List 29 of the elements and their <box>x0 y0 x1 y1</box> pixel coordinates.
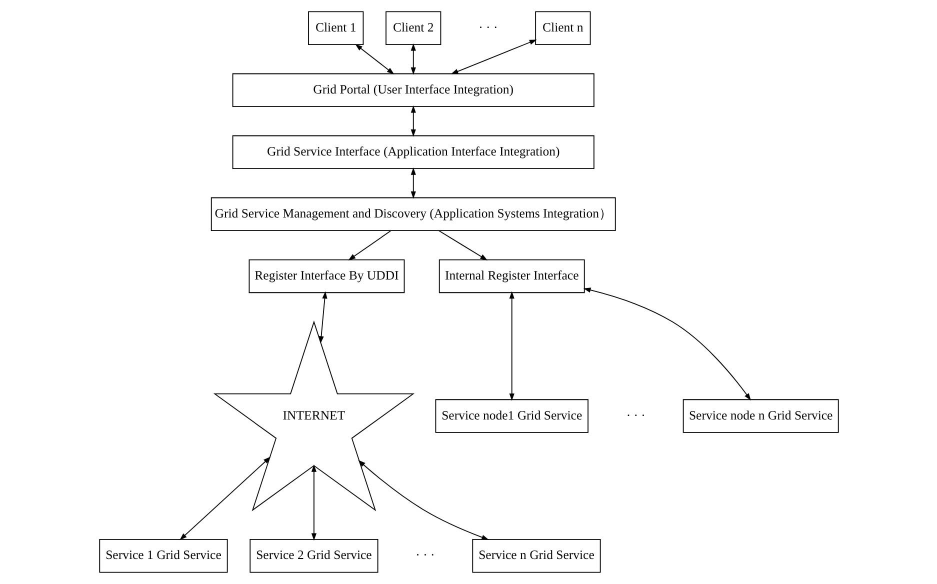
node-box: Service node n Grid Service <box>682 399 838 433</box>
node-box: Register Interface By UDDI <box>248 259 404 294</box>
arrow <box>438 230 488 260</box>
node-box: Client n <box>534 11 590 45</box>
arrow <box>410 43 416 75</box>
node-box: Grid Service Interface (Application Interface Integration) <box>232 135 594 170</box>
arrow <box>450 40 536 74</box>
label: · · · <box>478 20 498 35</box>
arrow <box>410 168 416 199</box>
arrow <box>354 44 394 74</box>
node-box: Client 1 <box>308 11 364 45</box>
label: · · · <box>415 548 434 562</box>
arrow <box>508 291 514 401</box>
node-box: Service n Grid Service <box>472 539 600 573</box>
arrow <box>310 464 316 541</box>
arrow <box>358 460 488 540</box>
node-box: Grid Service Management and Discovery (Application Systems Integration） <box>210 197 616 232</box>
arrow <box>318 291 327 344</box>
arrow <box>582 288 750 401</box>
node-box: Service 2 Grid Service <box>249 539 378 573</box>
node-box: Service 1 Grid Service <box>98 539 228 573</box>
label: · · · <box>626 408 645 422</box>
node-box: Internal Register Interface <box>438 259 584 294</box>
node-box: Service node1 Grid Service <box>434 399 588 433</box>
arrow <box>179 456 270 540</box>
node-box: Client 2 <box>385 11 441 45</box>
arrow <box>410 106 416 137</box>
node-box: Grid Portal (User Interface Integration) <box>232 73 594 108</box>
arrow <box>348 230 391 260</box>
